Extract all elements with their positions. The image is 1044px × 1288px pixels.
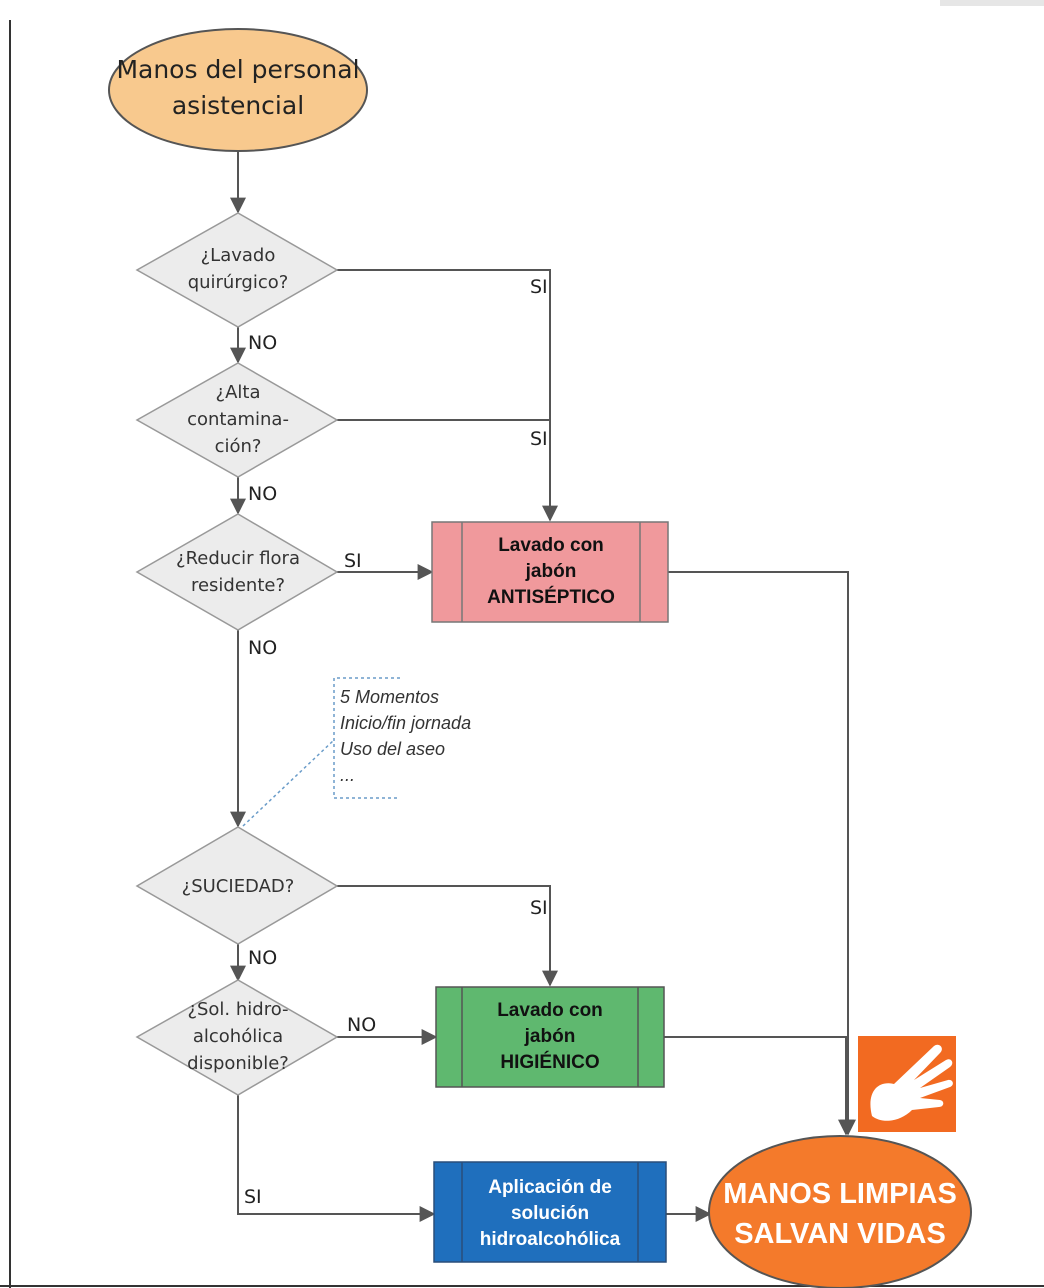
- edge-label-si-3: SI: [344, 550, 362, 572]
- edge-q4-higienico: [337, 885, 558, 987]
- start-label: Manos del personal asistencial: [116, 55, 360, 120]
- corner-mark: [940, 0, 1044, 6]
- start-node: [108, 28, 368, 152]
- edge-label-si-2: SI: [530, 428, 548, 450]
- decision-quirurgico: [135, 212, 339, 328]
- box-higienico: [435, 986, 665, 1088]
- decision-suciedad-label: ¿SUCIEDAD?: [181, 876, 295, 897]
- box-antiseptico-label: Lavado con jabón ANTISÉPTICO: [487, 535, 615, 608]
- note-bracket: [333, 677, 400, 799]
- decision-flora-residente: [135, 513, 339, 631]
- box-antiseptico: [431, 521, 669, 623]
- decision-suciedad: [135, 826, 339, 945]
- decision-alta-contaminacion-label: ¿Alta contamina- ción?: [187, 382, 289, 457]
- note-text: 5 Momentos Inicio/fin jornada Uso del as…: [340, 687, 472, 785]
- edge-label-si-4: SI: [530, 897, 548, 919]
- edge-label-no-2: NO: [248, 483, 278, 505]
- end-label: MANOS LIMPIAS SALVAN VIDAS: [723, 1178, 957, 1250]
- edge-q1-antiseptico: [337, 269, 558, 522]
- edge-antiseptico-end: [668, 571, 856, 1136]
- hand-icon: [858, 1036, 956, 1132]
- edge-label-si-5: SI: [244, 1186, 262, 1208]
- edge-label-si-1: SI: [530, 276, 548, 298]
- edge-higienico-end: [664, 1036, 854, 1136]
- edge-label-no-3: NO: [248, 637, 278, 659]
- decision-quirurgico-label: ¿Lavado quirúrgico?: [187, 245, 289, 293]
- decision-solucion-label: ¿Sol. hidro- alcohólica disponible?: [187, 999, 289, 1074]
- edge-label-no-1: NO: [248, 332, 278, 354]
- note-connector: [242, 739, 335, 827]
- decision-solucion: [135, 979, 339, 1096]
- end-node: [708, 1135, 972, 1288]
- decision-alta-contaminacion: [135, 362, 339, 478]
- edge-q5-hidroalcoholica: [237, 1095, 436, 1222]
- box-hidroalcoholica-label: Aplicación de solución hidroalcohólica: [479, 1177, 621, 1250]
- box-higienico-label: Lavado con jabón HIGIÉNICO: [497, 1000, 603, 1073]
- edge-label-no-5: NO: [347, 1014, 377, 1036]
- box-hidroalcoholica: [433, 1161, 667, 1263]
- edge-label-no-4: NO: [248, 947, 278, 969]
- decision-flora-label: ¿Reducir flora residente?: [176, 548, 300, 596]
